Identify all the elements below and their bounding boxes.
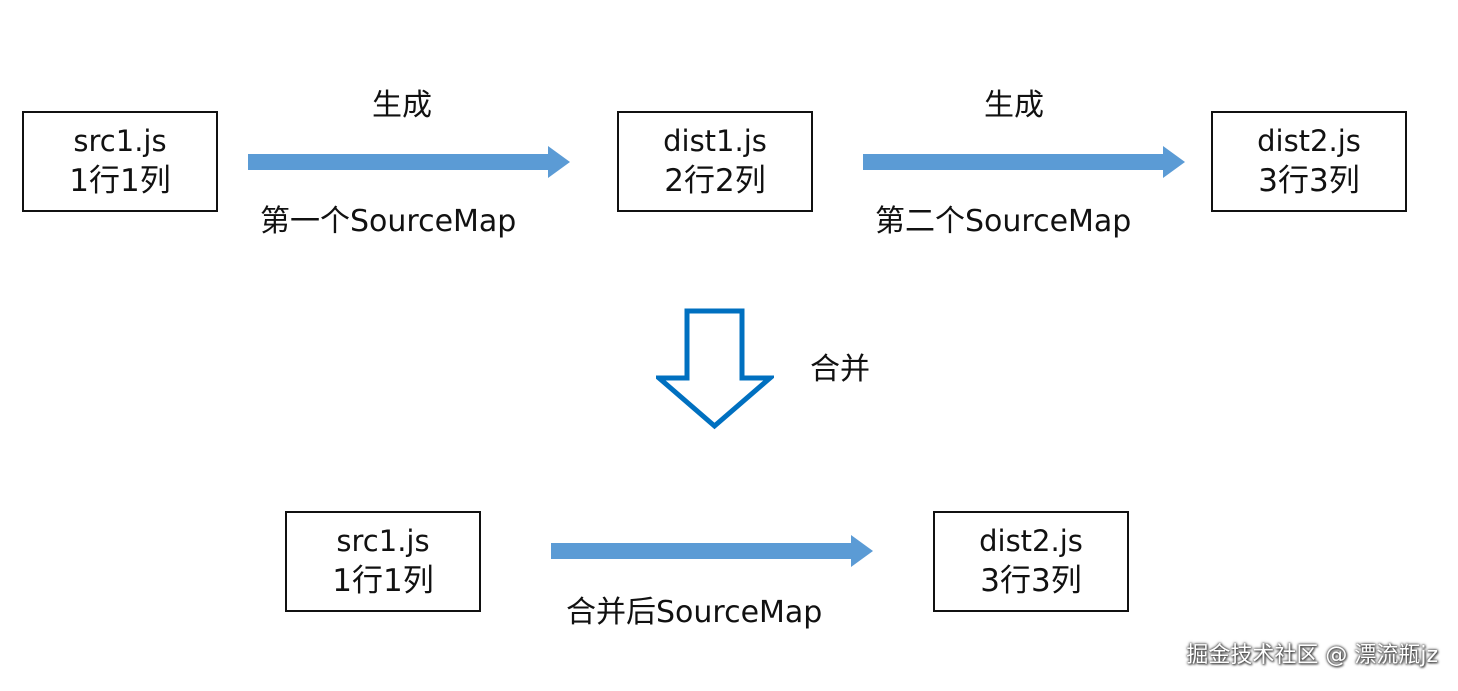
source-box-src1: src1.js 1行1列 bbox=[22, 111, 218, 212]
arrow-right-merged bbox=[551, 535, 873, 567]
sourcemap-label-2: 第二个SourceMap bbox=[875, 204, 1132, 239]
generate-label-1: 生成 bbox=[372, 88, 432, 123]
source-box-src1-merged: src1.js 1行1列 bbox=[285, 511, 481, 612]
file-name: src1.js bbox=[336, 523, 430, 558]
sourcemap-label-1: 第一个SourceMap bbox=[260, 204, 517, 239]
generate-label-2: 生成 bbox=[984, 88, 1044, 123]
position-text: 3行3列 bbox=[1258, 162, 1360, 199]
watermark: 掘金技术社区 @ 漂流瓶jz bbox=[1186, 643, 1438, 668]
merge-down-arrow-icon bbox=[656, 308, 774, 430]
file-name: dist2.js bbox=[979, 523, 1083, 558]
position-text: 2行2列 bbox=[664, 162, 766, 199]
position-text: 1行1列 bbox=[332, 562, 434, 599]
merged-sourcemap-label: 合并后SourceMap bbox=[566, 595, 823, 630]
dist-box-dist2: dist2.js 3行3列 bbox=[1211, 111, 1407, 212]
file-name: dist2.js bbox=[1257, 123, 1361, 158]
dist-box-dist1: dist1.js 2行2列 bbox=[617, 111, 813, 212]
position-text: 1行1列 bbox=[69, 162, 171, 199]
file-name: dist1.js bbox=[663, 123, 767, 158]
merge-label: 合并 bbox=[810, 352, 870, 387]
position-text: 3行3列 bbox=[980, 562, 1082, 599]
file-name: src1.js bbox=[73, 123, 167, 158]
arrow-right-2 bbox=[863, 146, 1185, 178]
arrow-right-1 bbox=[248, 146, 570, 178]
dist-box-dist2-merged: dist2.js 3行3列 bbox=[933, 511, 1129, 612]
